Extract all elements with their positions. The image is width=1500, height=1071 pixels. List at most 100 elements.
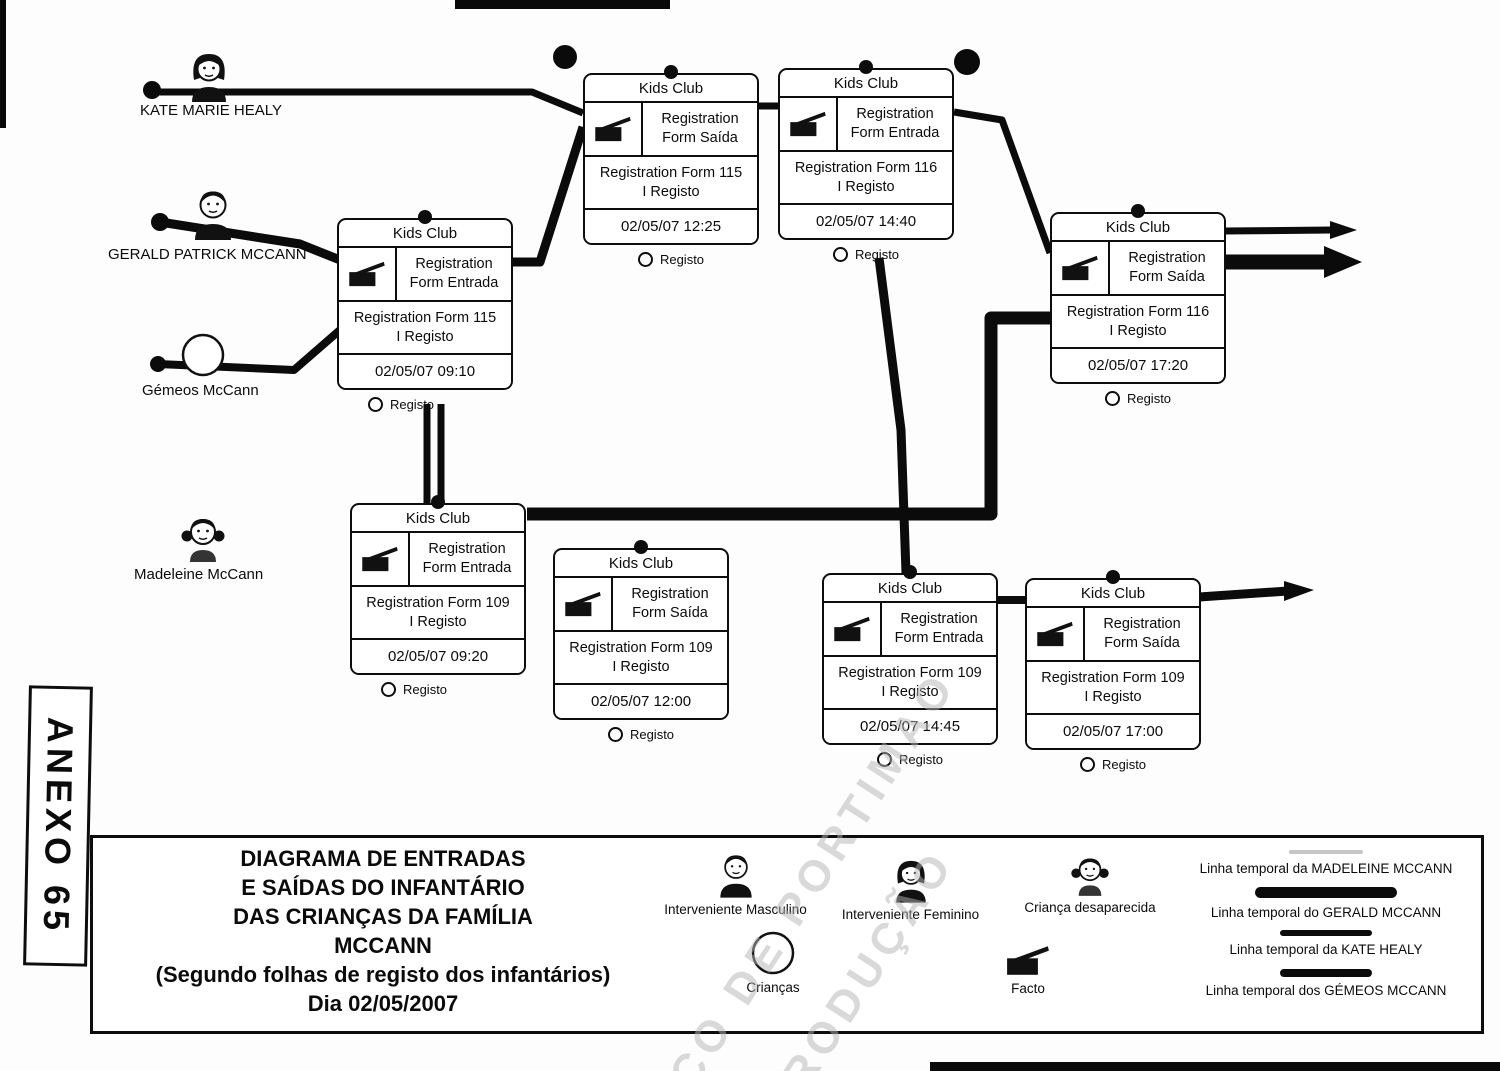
scan-artifact-bottom: [930, 1062, 1500, 1071]
legend-item-female: Interveniente Feminino: [823, 857, 998, 923]
registo-circle-icon: [1079, 757, 1095, 773]
facto-flag-icon: [824, 603, 882, 655]
registo-circle-icon: [832, 247, 848, 263]
legend-label: Interveniente Feminino: [841, 907, 980, 922]
form-direction-label: Form Saída: [1104, 634, 1180, 651]
kids-club-title: Kids Club: [1052, 214, 1224, 242]
datetime-label: 02/05/07 14:45: [824, 710, 996, 744]
registo-count-label: I Registo: [837, 178, 895, 195]
form-number-label: Registration Form 115: [599, 164, 743, 181]
female-adult-icon: [186, 50, 232, 102]
registo-label: Registo: [402, 682, 448, 698]
kids-club-title: Kids Club: [352, 505, 524, 533]
title-line: DIAGRAMA DE ENTRADAS: [240, 846, 526, 871]
registo-marker: Registo: [778, 247, 954, 263]
form-direction-label: Form Saída: [632, 604, 708, 621]
timeline-label-gemeos: Linha temporal dos GÉMEOS MCCANN: [1205, 983, 1447, 998]
facto-flag-icon: [1006, 946, 1050, 980]
title-line: (Segundo folhas de registo dos infantári…: [155, 962, 611, 987]
form-number-label: Registration Form 109: [366, 594, 510, 611]
title-line: MCCANN: [334, 933, 432, 958]
title-line: Dia 02/05/2007: [307, 991, 459, 1016]
legend-panel: DIAGRAMA DE ENTRADAS E SAÍDAS DO INFANTÁ…: [90, 835, 1484, 1034]
datetime-label: 02/05/07 09:20: [352, 640, 524, 674]
registo-circle-icon: [876, 752, 892, 768]
registration-label: Registration: [1103, 616, 1181, 632]
timeline-node-dot: [634, 540, 648, 554]
registration-label: Registration: [900, 611, 978, 627]
legend-label: Crianças: [746, 980, 800, 995]
form-direction-label: Form Entrada: [409, 274, 499, 291]
timeline-legend: Linha temporal da MADELEINE MCCANN Linha…: [1178, 850, 1474, 998]
facto-flag-icon: [1052, 242, 1110, 294]
form-direction-label: Form Entrada: [422, 559, 512, 576]
legend-label: Interveniente Masculino: [664, 902, 807, 917]
facto-flag-icon: [555, 578, 613, 630]
legend-item-facto: Facto: [943, 944, 1113, 997]
registo-circle-icon: [367, 397, 383, 413]
facto-flag-icon: [352, 533, 410, 585]
form-direction-label: Form Entrada: [894, 629, 984, 646]
registo-circle-icon: [637, 252, 653, 268]
person-label-kate: KATE MARIE HEALY: [140, 102, 282, 119]
kids-club-title: Kids Club: [824, 575, 996, 603]
registo-marker: Registo: [1050, 391, 1226, 407]
form-direction-label: Form Saída: [1129, 268, 1205, 285]
kids-club-title: Kids Club: [339, 220, 511, 248]
registo-label: Registo: [1126, 391, 1172, 407]
person-label-gemeos: Gémeos McCann: [142, 382, 259, 399]
facto-flag-icon: [585, 103, 643, 155]
registo-circle-icon: [1104, 391, 1120, 407]
registo-label: Registo: [629, 727, 675, 743]
registo-label: Registo: [389, 397, 435, 413]
legend-item-missing-child: Criança desaparecida: [1005, 854, 1175, 916]
datetime-label: 02/05/07 17:20: [1052, 349, 1224, 383]
missing-child-icon: [180, 514, 226, 562]
form-number-label: Registration Form 116: [794, 159, 938, 176]
registration-label: Registration: [856, 106, 934, 122]
annex-label: ANEXO 65: [23, 685, 93, 967]
datetime-label: 02/05/07 09:10: [339, 355, 511, 389]
registo-count-label: I Registo: [396, 328, 454, 345]
timeline-node-dot: [903, 565, 917, 579]
datetime-label: 02/05/07 14:40: [780, 205, 952, 239]
diagram-title: DIAGRAMA DE ENTRADAS E SAÍDAS DO INFANTÁ…: [103, 844, 663, 1018]
legend-label: Criança desaparecida: [1024, 900, 1156, 915]
registo-count-label: I Registo: [1084, 688, 1142, 705]
children-circle-icon: [750, 931, 796, 979]
registo-count-label: I Registo: [881, 683, 939, 700]
timeline-label-gerald: Linha temporal do GERALD MCCANN: [1210, 905, 1442, 920]
kids-club-title: Kids Club: [1027, 580, 1199, 608]
registo-label: Registo: [898, 752, 944, 768]
timeline-sample-kate: [1280, 930, 1372, 936]
registo-count-label: I Registo: [1109, 322, 1167, 339]
registration-label: Registration: [631, 586, 709, 602]
missing-child-icon: [1070, 858, 1110, 899]
form-direction-label: Form Saída: [662, 129, 738, 146]
timeline-node-dot: [431, 495, 445, 509]
timeline-node-dot: [859, 60, 873, 74]
title-line: E SAÍDAS DO INFANTÁRIO: [241, 875, 525, 900]
registration-label: Registration: [1128, 250, 1206, 266]
form-direction-label: Form Entrada: [850, 124, 940, 141]
registo-label: Registo: [1101, 757, 1147, 773]
registo-circle-icon: [607, 727, 623, 743]
registo-marker: Registo: [822, 752, 998, 768]
person-label-gerald: GERALD PATRICK MCCANN: [108, 246, 307, 263]
registo-count-label: I Registo: [409, 613, 467, 630]
timeline-node-dot: [418, 210, 432, 224]
legend-item-children: Crianças: [688, 930, 858, 996]
legend-label: Facto: [1011, 981, 1045, 996]
kids-club-title: Kids Club: [585, 75, 757, 103]
registo-marker: Registo: [313, 397, 489, 413]
person-label-madeleine: Madeleine McCann: [134, 566, 264, 583]
facto-flag-icon: [780, 98, 838, 150]
scan-artifact-top: [455, 0, 670, 9]
